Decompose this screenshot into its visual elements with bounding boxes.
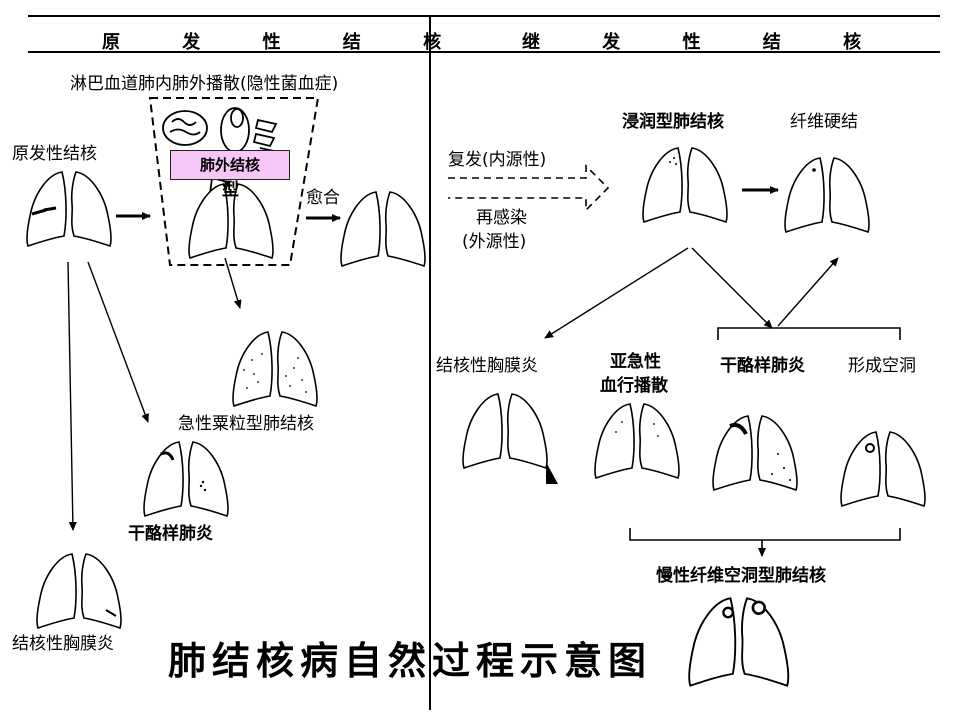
label-relapse: 复发(内源性) — [448, 150, 547, 170]
label-chronic: 慢性纤维空洞型肺结核 — [656, 566, 826, 586]
label-primary: 原发性结核 — [12, 144, 97, 164]
lung-infiltrative — [642, 147, 728, 223]
lung-chronic — [688, 597, 790, 687]
spread-box — [148, 97, 320, 266]
relapse-arrow — [448, 164, 610, 212]
label-cavity: 形成空洞 — [848, 356, 916, 376]
header-lines — [28, 15, 940, 53]
label-subacute-1: 亚急性 — [610, 352, 661, 372]
label-fibrosis: 纤维硬结 — [790, 112, 858, 132]
lung-fibrosis — [784, 157, 870, 233]
lung-subacute — [594, 403, 680, 479]
lung-caseous-left — [143, 441, 229, 517]
label-healed: 愈合 — [306, 188, 340, 208]
label-reinfection-1: 再感染 — [476, 208, 527, 228]
label-reinfection-2: (外源性) — [462, 232, 527, 252]
lung-primary — [26, 171, 112, 247]
page-title: 肺结核病自然过程示意图 — [168, 639, 653, 683]
label-infiltrative: 浸润型肺结核 — [622, 112, 724, 132]
lung-pleurisy-left — [36, 553, 122, 629]
thick-arrows — [116, 186, 779, 222]
lung-healed — [340, 191, 426, 267]
label-caseous-left: 干酪样肺炎 — [128, 524, 213, 544]
label-extrapulmonary: 肺外结核 — [170, 150, 290, 180]
label-pleurisy-left: 结核性胸膜炎 — [12, 634, 114, 654]
label-miliary: 急性粟粒型肺结核 — [178, 414, 314, 434]
label-subacute-2: 血行播散 — [600, 376, 668, 396]
brackets — [629, 327, 901, 557]
flow-arrows — [67, 247, 839, 531]
lung-miliary — [232, 331, 318, 407]
lung-cavity — [840, 431, 926, 507]
label-type-fragment: 型 — [222, 180, 239, 200]
label-spread: 淋巴血道肺内肺外播散(隐性菌血症) — [70, 74, 339, 94]
label-pleurisy-right: 结核性胸膜炎 — [436, 356, 538, 376]
header-secondary: 继 发 性 结 核 — [522, 32, 890, 53]
header-primary: 原 发 性 结 核 — [102, 32, 470, 53]
lung-caseous-right — [712, 415, 798, 491]
lung-pleurisy-right — [462, 393, 558, 484]
organ-sketches — [162, 107, 278, 198]
label-caseous-right: 干酪样肺炎 — [720, 356, 805, 376]
